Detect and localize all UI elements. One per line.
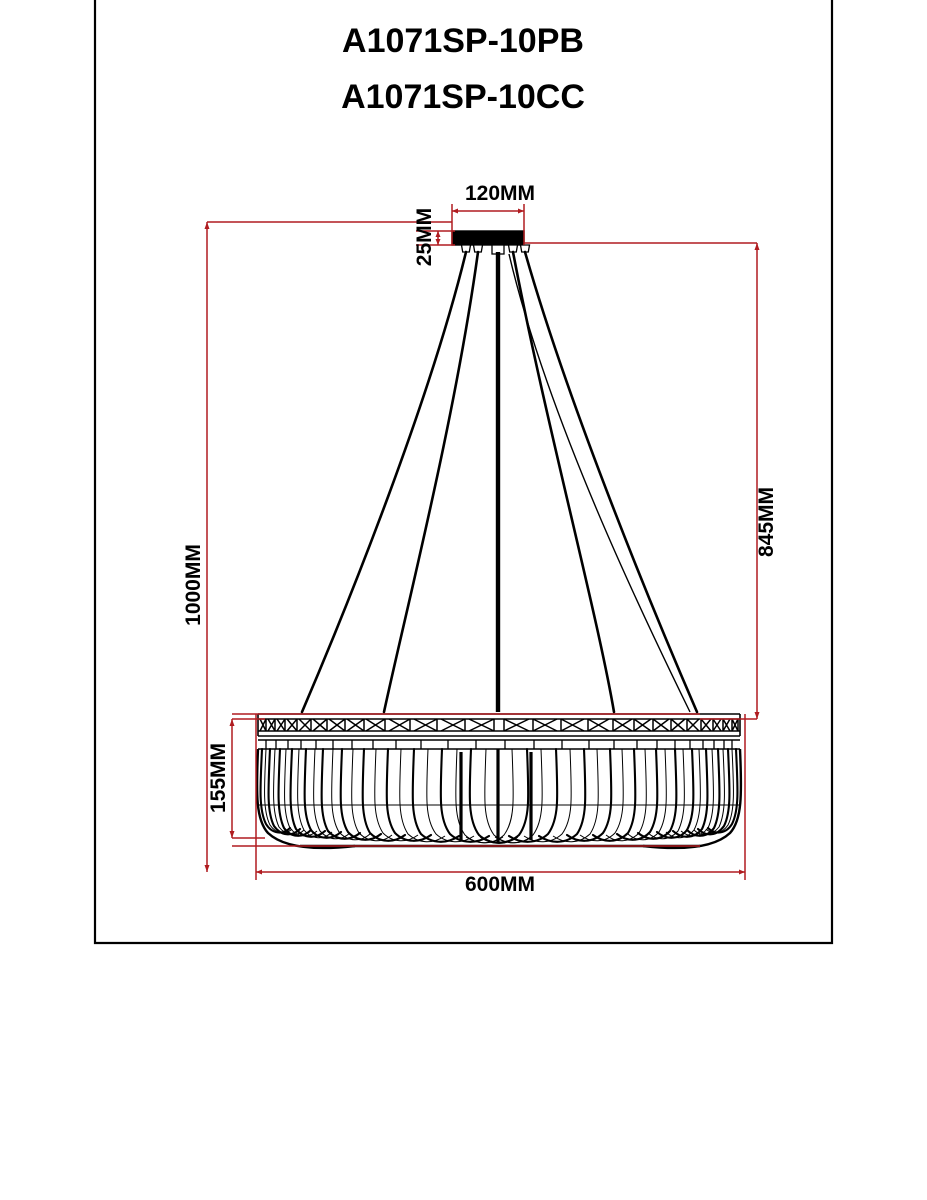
dimension-shade-diameter	[255, 714, 746, 880]
dimension-canopy-width	[451, 204, 525, 245]
dimension-shade-witness-lines	[232, 713, 700, 847]
dimension-label-shade-diameter: 600MM	[465, 873, 535, 896]
dimension-annotations	[204, 204, 760, 880]
ceiling-canopy	[451, 230, 531, 255]
title-line-2: A1071SP-10CC	[341, 78, 585, 116]
crystal-rods-left-inner	[264, 748, 533, 844]
product-drawing	[255, 230, 743, 850]
dimension-label-canopy-height: 25MM	[413, 208, 436, 266]
dimension-label-drop-height: 845MM	[755, 487, 778, 557]
crystal-shade-assembly	[255, 713, 743, 850]
crystal-rod-collars	[258, 739, 740, 750]
title-line-1: A1071SP-10PB	[342, 22, 584, 60]
dimension-shade-height	[229, 718, 265, 839]
title-block: A1071SP-10PB A1071SP-10CC	[341, 22, 585, 116]
dimension-total-height	[204, 221, 452, 872]
page-frame	[93, 0, 834, 945]
dimension-label-total-height: 1000MM	[182, 544, 205, 626]
dimension-label-shade-height: 155MM	[207, 743, 230, 813]
canopy-cable-anchors	[460, 244, 531, 255]
crystal-top-rail-band	[257, 713, 741, 737]
dimension-canopy-height	[416, 230, 455, 246]
suspension-cable-secondary	[508, 253, 691, 713]
crystal-rods-right-inner	[465, 748, 734, 844]
crystal-rods-right	[479, 747, 739, 844]
dimension-drop-height	[524, 242, 760, 720]
crystal-rods-left	[259, 747, 519, 844]
dimension-label-canopy-width: 120MM	[465, 182, 535, 205]
shade-center-rods	[459, 749, 533, 843]
top-rail-x-pattern	[259, 718, 739, 732]
dimension-labels: 120MM 25MM 1000MM 845MM 155MM 600MM	[182, 182, 778, 896]
